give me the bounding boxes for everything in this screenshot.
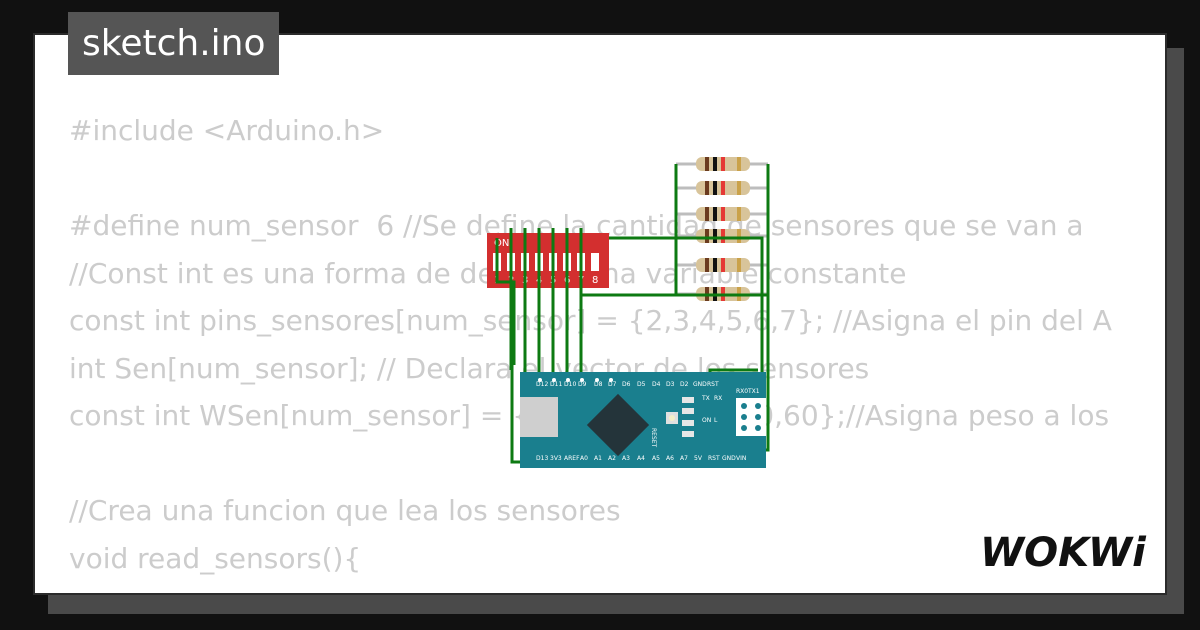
pin-label: D3 [666, 381, 675, 388]
pin-label: A3 [622, 455, 630, 462]
icsp-header [736, 398, 766, 436]
pin-label: A2 [608, 455, 616, 462]
code-line: //Crea una funcion que lea los sensores [69, 494, 621, 527]
resistor[interactable] [676, 207, 768, 221]
code-line: #define num_sensor 6 //Se define la cant… [69, 209, 1084, 242]
pin-label: D8 [594, 381, 603, 388]
pin-label: RST [707, 381, 719, 388]
wokwi-logo-text: WOKWi [980, 530, 1147, 574]
wokwi-logo: WOKWi [980, 530, 1147, 574]
dip-number: 8 [592, 275, 598, 286]
pin-label: RST [708, 455, 720, 462]
pin-label: 5V [694, 455, 703, 462]
pin-label: A1 [594, 455, 602, 462]
led-label: L [714, 417, 718, 424]
code-line: const int pins_sensores[num_sensor] = {2… [69, 304, 1112, 337]
file-title[interactable]: sketch.ino [68, 12, 280, 75]
usb-connector [520, 397, 558, 437]
pin-label: A5 [652, 455, 660, 462]
pin-label: RX0 [736, 388, 748, 395]
resistor[interactable] [676, 157, 768, 171]
led-label: ON [702, 417, 711, 424]
pin-label: GND [693, 381, 707, 388]
pin-label: D13 [536, 455, 548, 462]
code-line: for (int i = 0; i < num_sensor; i++) { [69, 582, 1165, 593]
resistor-array [676, 157, 768, 301]
pin-label: VIN [736, 455, 746, 462]
dip-switch-label: ON [494, 238, 509, 249]
pin-label: D4 [652, 381, 661, 388]
pin-label: D7 [608, 381, 617, 388]
dip-switch[interactable]: ON 1 2 3 4 5 6 7 8 [487, 233, 609, 288]
led-label: RX [714, 395, 722, 402]
resistor[interactable] [676, 181, 768, 195]
pin-label: D9 [578, 381, 587, 388]
arduino-nano-board[interactable]: D12 D11 D10 D9 D8 D7 D6 D5 D4 D3 D2 GND … [520, 372, 766, 468]
resistor[interactable] [676, 258, 768, 272]
pin-label: TX1 [747, 388, 760, 395]
pin-label: A0 [580, 455, 588, 462]
pin-label: A7 [680, 455, 688, 462]
code-line: #include <Arduino.h> [69, 114, 385, 147]
pin-label: D10 [564, 381, 576, 388]
resistor[interactable] [676, 229, 768, 243]
pin-label: AREF [564, 455, 580, 462]
pin-label: D2 [680, 381, 689, 388]
code-line: void read_sensors(){ [69, 541, 362, 575]
pin-label: D11 [550, 381, 562, 388]
pin-label: D12 [536, 381, 548, 388]
pin-label: A4 [637, 455, 645, 462]
pin-label: GND [722, 455, 736, 462]
circuit-diagram: ON 1 2 3 4 5 6 7 8 [487, 157, 770, 468]
mcu-chip [586, 393, 650, 457]
pin-label: 3V3 [550, 455, 562, 462]
pin-label: A6 [666, 455, 674, 462]
reset-label: RESET [650, 428, 657, 448]
pin-label: D6 [622, 381, 631, 388]
led-label: TX [701, 395, 710, 402]
pin-label: D5 [637, 381, 646, 388]
